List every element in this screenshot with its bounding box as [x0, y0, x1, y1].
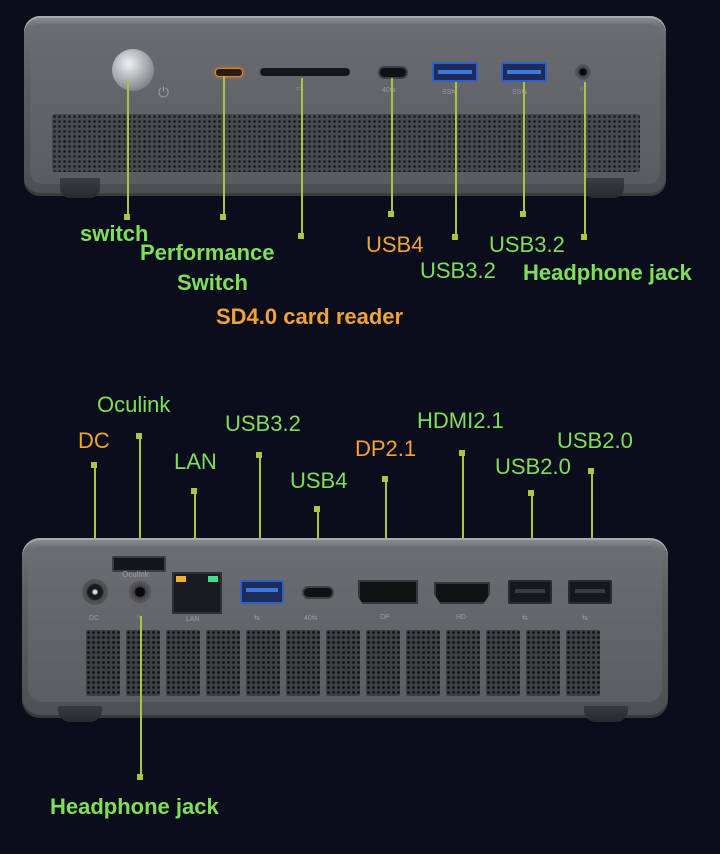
- front-grille: [52, 114, 640, 172]
- label-headphone-rear: Headphone jack: [50, 794, 219, 819]
- leader-usb32-rear: [259, 455, 261, 573]
- leader-usb20-1: [531, 493, 533, 580]
- rear-vent-11: [486, 630, 520, 696]
- usb32-port-front-2: [501, 62, 547, 82]
- rear-vent-12: [526, 630, 560, 696]
- usb20-icon-rear-2: ⇆: [582, 615, 588, 622]
- performance-switch-slot: [215, 68, 243, 77]
- leader-sd: [301, 78, 303, 236]
- sd-card-slot: [260, 68, 350, 76]
- leader-dot-headphone-front: [581, 234, 587, 240]
- usb32-port-rear: [240, 580, 284, 604]
- sd-icon: ▭: [296, 85, 303, 92]
- leader-headphone-front: [584, 82, 586, 238]
- rear-foot-left: [58, 706, 102, 722]
- leader-usb32-front-1: [455, 82, 457, 238]
- front-foot-left: [60, 178, 100, 198]
- label-usb4-front: USB4: [366, 232, 424, 257]
- dp-print: DP: [380, 614, 390, 621]
- headphone-jack-rear: [129, 581, 151, 603]
- usb4-icon-front: 40⇆: [382, 87, 396, 94]
- rear-vent-6: [286, 630, 320, 696]
- label-lan: LAN: [174, 449, 217, 474]
- power-button: [112, 49, 154, 91]
- label-usb20-rear-2: USB2.0: [557, 428, 633, 453]
- leader-dot-performance: [220, 214, 226, 220]
- leader-usb4-front: [391, 78, 393, 214]
- dc-print: DC: [89, 615, 100, 622]
- usb32-icon-front-1: SS⇆: [442, 89, 458, 96]
- power-icon: ⏻: [158, 84, 170, 100]
- front-foot-right: [584, 178, 624, 198]
- leader-oculink: [139, 436, 141, 554]
- usb20-port-rear-1: [508, 580, 552, 604]
- leader-dc: [94, 465, 96, 577]
- label-performance-line2: Switch: [177, 270, 248, 295]
- rear-vent-1: [86, 630, 120, 696]
- label-switch: switch: [80, 221, 149, 246]
- leader-hdmi: [462, 453, 464, 582]
- leader-dot-usb32-front-1: [452, 234, 458, 240]
- dp-port: [358, 580, 418, 604]
- lan-print: LAN: [186, 616, 200, 623]
- rear-vent-9: [406, 630, 440, 696]
- rear-vent-3: [166, 630, 200, 696]
- label-usb4-rear: USB4: [290, 468, 348, 493]
- lan-led-amber: [176, 576, 186, 582]
- hdmi-port: [434, 582, 490, 604]
- rear-vent-7: [326, 630, 360, 696]
- mini-pc-front-panel: ⏻ ▭ 40⇆ SS⇆ SS⇆ ∩: [24, 16, 666, 196]
- hd-print: HD: [456, 614, 467, 621]
- rear-vent-2: [126, 630, 160, 696]
- rear-vent-8: [366, 630, 400, 696]
- headphone-icon-front: ∩: [579, 86, 585, 93]
- lan-port: [172, 572, 222, 614]
- leader-dot-switch: [124, 214, 130, 220]
- headphone-icon-rear: ∩: [136, 614, 142, 621]
- leader-usb20-2: [591, 471, 593, 580]
- label-dc: DC: [78, 428, 110, 453]
- leader-dp: [385, 479, 387, 581]
- rear-vent-4: [206, 630, 240, 696]
- mini-pc-rear-panel: Oculink DC ∩ LAN ⇆ 40⇆ DP HD ⇆ ⇆: [22, 538, 668, 718]
- leader-switch: [127, 80, 129, 218]
- dc-jack: [82, 579, 108, 605]
- label-performance-line1: Performance: [140, 240, 275, 265]
- usb4-port-front: [378, 66, 408, 79]
- label-usb32-front-2: USB3.2: [489, 232, 565, 257]
- usb4-port-rear: [302, 586, 334, 599]
- rear-vent-10: [446, 630, 480, 696]
- lan-led-green: [208, 576, 218, 582]
- label-usb20-rear-1: USB2.0: [495, 454, 571, 479]
- label-dp21: DP2.1: [355, 436, 417, 461]
- leader-lan: [194, 491, 196, 573]
- leader-usb32-front-2: [523, 82, 525, 214]
- label-hdmi21: HDMI2.1: [417, 408, 504, 433]
- rear-vent-5: [246, 630, 280, 696]
- leader-performance: [223, 76, 225, 218]
- leader-dot-usb32-front-2: [520, 211, 526, 217]
- leader-dot-sd: [298, 233, 304, 239]
- usb32-icon-front-2: SS⇆: [512, 89, 528, 96]
- label-usb32-rear: USB3.2: [225, 411, 301, 436]
- usb32-port-front-1: [432, 62, 478, 82]
- label-oculink: Oculink: [97, 392, 171, 417]
- usb20-port-rear-2: [568, 580, 612, 604]
- leader-headphone-rear: [140, 616, 142, 776]
- usb20-icon-rear-1: ⇆: [522, 615, 528, 622]
- label-headphone-front: Headphone jack: [523, 260, 692, 285]
- oculink-port: [112, 556, 166, 572]
- usb32-icon-rear: ⇆: [254, 615, 260, 622]
- rear-vent-13: [566, 630, 600, 696]
- rear-foot-right: [584, 706, 628, 722]
- leader-dot-headphone-rear: [137, 774, 143, 780]
- label-sd-reader: SD4.0 card reader: [216, 304, 404, 329]
- usb4-icon-rear: 40⇆: [304, 615, 318, 622]
- label-usb32-front-1: USB3.2: [420, 258, 496, 283]
- oculink-print: Oculink: [122, 570, 149, 579]
- headphone-jack-front: [575, 64, 591, 80]
- leader-dot-usb4-front: [388, 211, 394, 217]
